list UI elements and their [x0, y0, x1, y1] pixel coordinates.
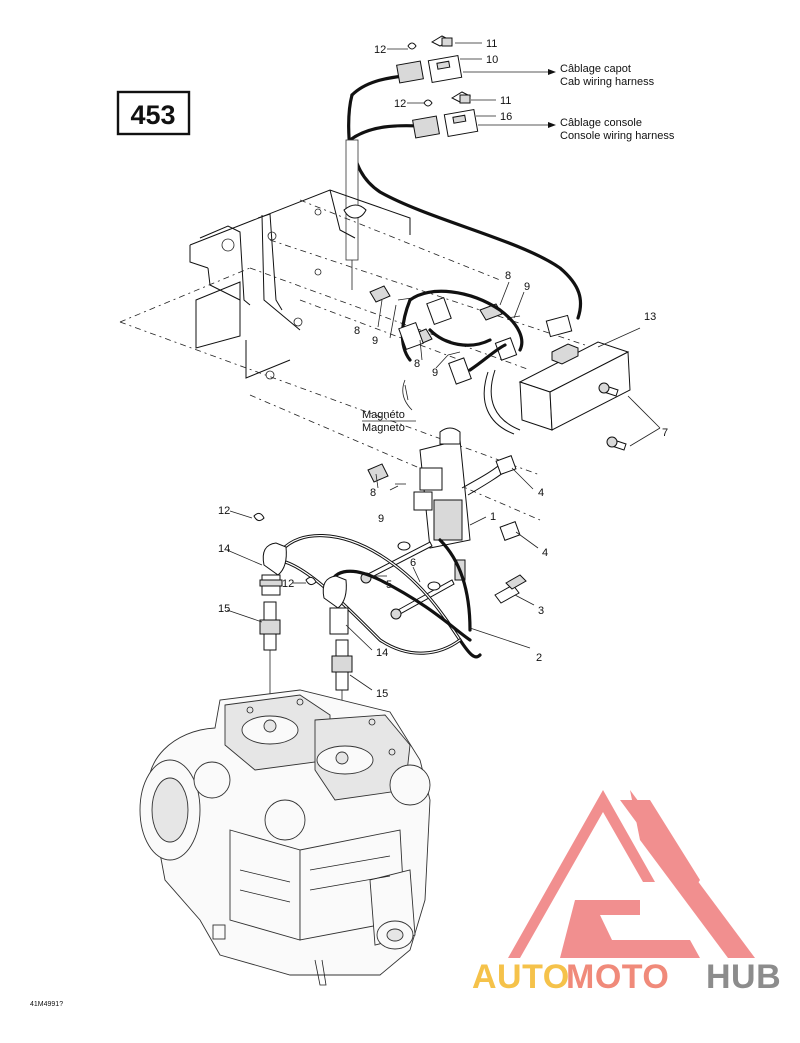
- ignition-coil: [413, 427, 521, 581]
- callout-1: 1: [490, 511, 496, 523]
- callout-15-left: 15: [218, 603, 230, 615]
- cab-harness-connectors: [350, 35, 463, 97]
- connector-3: [494, 574, 527, 604]
- callout-9-left: 9: [372, 335, 378, 347]
- callout-8-left: 8: [354, 325, 360, 337]
- spark-plug-right: [331, 639, 353, 745]
- spark-plug-left: [259, 601, 281, 700]
- callout-14-left: 14: [218, 543, 230, 555]
- callout-9-low: 9: [378, 513, 384, 525]
- spark-plug-wires: [273, 533, 482, 659]
- cap-clips-12: [253, 512, 317, 586]
- dashed-mount-lines: [119, 199, 601, 521]
- callout-13: 13: [644, 311, 656, 323]
- harness-wires: [345, 93, 583, 320]
- watermark-logo: [508, 790, 755, 958]
- callout-6: 6: [410, 557, 416, 569]
- callout-5: 5: [386, 579, 392, 591]
- callout-14-right: 14: [376, 647, 388, 659]
- caption-console-fr: Câblage console: [560, 117, 642, 129]
- drawing-code: 41M4991?: [30, 1001, 63, 1008]
- caption-magneto-en: Magneto: [362, 422, 405, 434]
- cdi-screws: [598, 382, 661, 451]
- callout-12-top: 12: [374, 44, 386, 56]
- reference-number: 453: [130, 100, 175, 130]
- callout-leaders: [226, 281, 539, 691]
- caption-console-en: Console wiring harness: [560, 130, 675, 142]
- middle-harness: [398, 289, 573, 435]
- callout-2: 2: [536, 652, 542, 664]
- spark-plug-cap-left: [259, 542, 287, 596]
- callout-12-right: 12: [282, 578, 294, 590]
- callout-9-right: 9: [524, 281, 530, 293]
- spark-plug-cap-right: [322, 575, 349, 635]
- callout-7: 7: [662, 427, 668, 439]
- callout-8-mid: 8: [414, 358, 420, 370]
- callout-15-right: 15: [376, 688, 388, 700]
- callout-4-upper: 4: [538, 487, 544, 499]
- watermark-auto: AUTO: [472, 958, 570, 996]
- harness-captions: Câblage capot Cab wiring harness Câblage…: [362, 63, 675, 434]
- callout-4-lower: 4: [542, 547, 548, 559]
- callout-9-mid: 9: [432, 367, 438, 379]
- reference-box: 453: [116, 90, 191, 136]
- callout-11-top: 11: [486, 38, 497, 50]
- caption-cab-fr: Câblage capot: [560, 63, 631, 75]
- callout-12-console: 12: [394, 98, 406, 110]
- callout-8-low: 8: [370, 487, 376, 499]
- callout-12-left: 12: [218, 505, 230, 517]
- caption-magneto-fr: Magnéto: [362, 409, 405, 421]
- callout-16: 16: [500, 111, 512, 123]
- watermark-hub: HUB: [706, 958, 781, 996]
- cdi-module: [518, 327, 641, 431]
- callout-numbers: 12 11 10 12 11 16 8 9 13 8 9 8 9 7 8 9 4…: [218, 38, 668, 700]
- console-harness-connectors: [348, 91, 479, 142]
- watermark-moto: MOTO: [566, 958, 669, 996]
- mounting-bracket: [189, 189, 411, 380]
- engine: [139, 689, 431, 986]
- callout-10: 10: [486, 54, 498, 66]
- callout-8-right: 8: [505, 270, 511, 282]
- callout-3: 3: [538, 605, 544, 617]
- caption-cab-en: Cab wiring harness: [560, 76, 655, 88]
- top-leaders: [387, 42, 556, 128]
- callout-11-console: 11: [500, 95, 511, 107]
- watermark-text: AUTO MOTO HUB: [472, 958, 781, 996]
